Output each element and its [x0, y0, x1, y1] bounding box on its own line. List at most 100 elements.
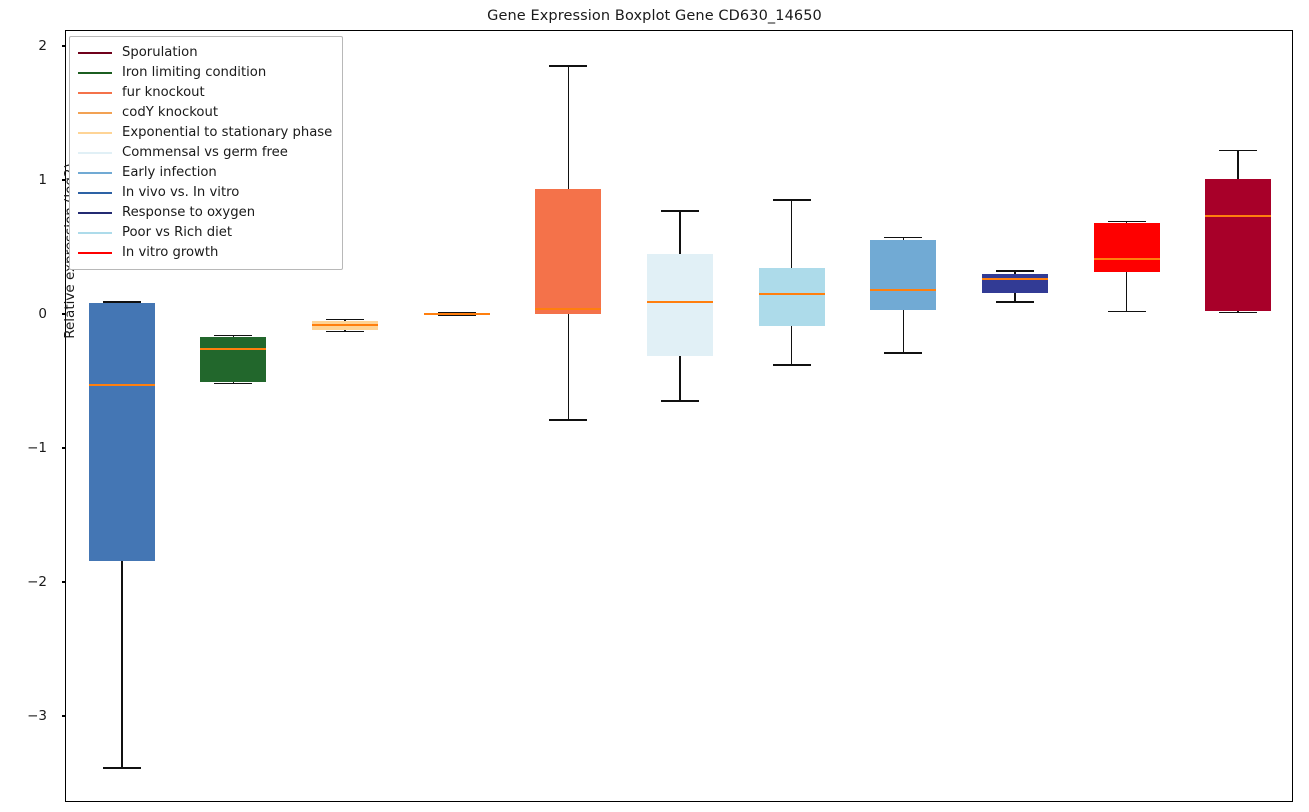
whisker-cap-lower — [1219, 311, 1258, 314]
legend-item-label: Early infection — [122, 165, 217, 180]
y-tick-mark — [61, 313, 66, 315]
whisker-upper — [790, 200, 793, 269]
whisker-lower — [1125, 272, 1128, 312]
whisker-cap-lower — [772, 364, 811, 366]
median-line — [423, 313, 490, 315]
y-tick-label: −1 — [27, 440, 47, 456]
whisker-cap-upper — [437, 311, 476, 314]
median-line — [88, 384, 155, 387]
legend-item[interactable]: Poor vs Rich diet — [78, 223, 332, 243]
whisker-lower — [1014, 292, 1016, 302]
whisker-cap-upper — [326, 318, 365, 321]
median-line — [1093, 258, 1160, 261]
whisker-upper — [1014, 271, 1016, 274]
page-title: Gene Expression Boxplot Gene CD630_14650 — [487, 8, 822, 24]
legend-color-swatch — [78, 191, 112, 195]
legend-item-label: fur knockout — [122, 85, 205, 100]
box[interactable] — [647, 253, 713, 356]
y-tick-label: 2 — [38, 38, 47, 54]
legend-color-swatch — [78, 91, 112, 95]
legend-item[interactable]: Sporulation — [78, 43, 332, 63]
legend-color-swatch — [78, 171, 112, 175]
whisker-cap-upper — [772, 199, 811, 201]
box[interactable] — [88, 303, 155, 561]
whisker-cap-upper — [661, 210, 699, 212]
whisker-cap-lower — [1107, 310, 1146, 313]
box[interactable] — [1205, 178, 1272, 312]
whisker-upper — [902, 237, 904, 241]
whisker-lower — [902, 309, 904, 353]
legend-item[interactable]: Exponential to stationary phase — [78, 123, 332, 143]
whisker-cap-upper — [549, 65, 588, 67]
legend-item[interactable]: Iron limiting condition — [78, 63, 332, 83]
y-tick-mark — [61, 45, 66, 47]
box[interactable] — [535, 189, 602, 314]
whisker-lower — [567, 314, 570, 420]
whisker-cap-lower — [661, 400, 699, 402]
legend-item[interactable]: Response to oxygen — [78, 203, 332, 223]
median-line — [981, 278, 1048, 281]
legend-item[interactable]: codY knockout — [78, 103, 332, 123]
legend-item[interactable]: Early infection — [78, 163, 332, 183]
legend-item-label: Commensal vs germ free — [122, 145, 288, 160]
legend-item-label: In vitro growth — [122, 245, 219, 260]
legend-color-swatch — [78, 111, 112, 115]
y-tick-mark — [61, 715, 66, 717]
legend-item[interactable]: Commensal vs germ free — [78, 143, 332, 163]
box[interactable] — [200, 336, 267, 383]
y-tick-mark — [61, 179, 66, 181]
whisker-lower — [790, 326, 793, 365]
whisker-cap-upper — [884, 236, 923, 239]
legend-color-swatch — [78, 131, 112, 135]
whisker-cap-upper — [995, 270, 1034, 272]
whisker-cap-upper — [214, 334, 253, 337]
legend-item-label: Iron limiting condition — [122, 65, 267, 80]
boxplot-area — [66, 31, 1292, 801]
whisker-cap-lower — [214, 382, 253, 385]
legend-item[interactable]: fur knockout — [78, 83, 332, 103]
whisker-cap-upper — [1107, 220, 1146, 223]
median-line — [1205, 215, 1272, 218]
whisker-cap-lower — [884, 352, 923, 354]
whisker-upper — [679, 210, 681, 254]
legend-item-label: codY knockout — [122, 105, 219, 120]
legend-item-label: Exponential to stationary phase — [122, 125, 333, 140]
whisker-cap-upper — [1219, 149, 1258, 152]
box[interactable] — [981, 273, 1048, 293]
box[interactable] — [758, 268, 825, 327]
whisker-cap-lower — [326, 330, 365, 333]
legend-color-swatch — [78, 51, 112, 55]
legend-item-label: Sporulation — [122, 45, 198, 60]
box[interactable] — [1093, 222, 1160, 273]
median-line — [200, 347, 267, 350]
legend-color-swatch — [78, 211, 112, 215]
legend-color-swatch — [78, 251, 112, 255]
legend-item[interactable]: In vitro growth — [78, 243, 332, 263]
y-tick-mark — [61, 447, 66, 449]
y-tick-label: 0 — [38, 306, 47, 322]
y-tick-label: −2 — [27, 574, 47, 590]
legend-color-swatch — [78, 231, 112, 235]
legend-item-label: Response to oxygen — [122, 205, 256, 220]
whisker-lower — [679, 355, 681, 402]
legend-item-label: Poor vs Rich diet — [122, 225, 233, 240]
whisker-cap-lower — [995, 301, 1034, 303]
median-line — [535, 307, 602, 310]
box[interactable] — [870, 240, 937, 310]
whisker-cap-lower — [102, 767, 141, 770]
whisker-upper — [1237, 150, 1239, 179]
whisker-cap-lower — [437, 314, 476, 317]
median-line — [647, 300, 713, 303]
median-line — [312, 323, 379, 326]
legend-color-swatch — [78, 71, 112, 75]
y-tick-label: −3 — [27, 708, 47, 724]
whisker-cap-upper — [102, 301, 141, 303]
y-tick-mark — [61, 581, 66, 583]
whisker-lower — [121, 560, 123, 769]
whisker-cap-lower — [549, 419, 588, 421]
legend-item-label: In vivo vs. In vitro — [122, 185, 240, 200]
legend-item[interactable]: In vivo vs. In vitro — [78, 183, 332, 203]
median-line — [870, 288, 937, 291]
